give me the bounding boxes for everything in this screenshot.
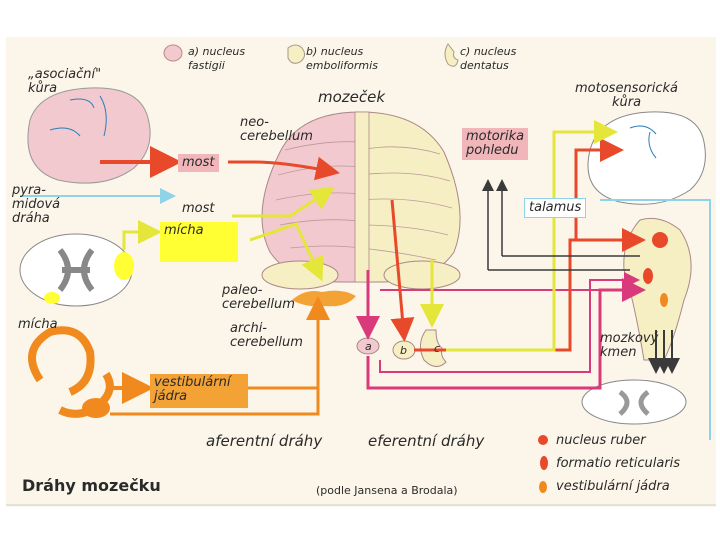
- arrow-a-to-brainstem: [366, 278, 646, 390]
- box-micha: mícha: [160, 222, 238, 262]
- arrow-most2-to-cerebellum: [232, 186, 336, 218]
- label-brainstem: mozkový kmen: [600, 331, 659, 360]
- legend-reticularis-dot: [540, 456, 548, 470]
- label-neocerebellum: neo- cerebellum: [240, 115, 313, 144]
- box-talamus: talamus: [524, 198, 587, 218]
- cortex-sulci: [49, 95, 107, 137]
- box-most-1: most: [178, 154, 219, 172]
- spinal-cord-section-right: [581, 379, 687, 425]
- legend-vestibular-nuclei: vestibulární jádra: [556, 479, 670, 494]
- nucleus-fastigii-icon: [163, 44, 183, 62]
- legend-vestibular-dot: [539, 481, 547, 493]
- cerebellum-folia: [275, 141, 453, 261]
- legend-nucleus-ruber: nucleus ruber: [556, 433, 646, 448]
- label-motosensory-cortex: motosensorická kůra: [575, 81, 679, 110]
- arrow-to-b: [390, 199, 415, 342]
- label-archicerebellum: archi- cerebellum: [230, 321, 303, 350]
- arrow-cyan-right: [600, 199, 711, 440]
- motosensory-cortex-brain: [587, 111, 706, 205]
- diagram-title: Dráhy mozečku: [22, 476, 161, 495]
- label-nucleus-c: c: [434, 342, 441, 355]
- label-nucleus-b: b: [400, 344, 407, 357]
- cerebellum-vermis: [354, 111, 370, 283]
- spinal-grey-right: [618, 389, 650, 416]
- spinal-grey-matter: [57, 248, 95, 292]
- arrow-micha-to-paleo: [249, 222, 324, 282]
- labyrinth-cochlea: [82, 398, 110, 418]
- spinal-tract-bottom: [44, 292, 60, 304]
- spinal-tract-right: [114, 252, 134, 280]
- legend-fastigii: a) nucleus fastigii: [188, 45, 246, 72]
- association-cortex-brain: [27, 87, 151, 184]
- motosensory-sulci: [629, 125, 657, 159]
- legend-emboliformis: b) nucleus emboliformis: [306, 45, 378, 72]
- vestibular-nuclei-marker: [660, 293, 668, 307]
- nucleus-dentatus-icon: [444, 43, 459, 67]
- label-association-cortex: „asociační" kůra: [28, 67, 102, 96]
- legend-formatio-reticularis: formatio reticularis: [556, 456, 681, 471]
- label-nucleus-a: a: [365, 340, 372, 353]
- label-pyramidal-tract: pyra- midová dráha: [12, 183, 61, 226]
- legend-ruber-dot: [538, 435, 548, 445]
- diagram-credit: (podle Jansena a Brodala): [316, 484, 458, 497]
- formatio-reticularis-marker: [643, 268, 653, 284]
- label-afferent: aferentní dráhy: [206, 432, 323, 450]
- label-paleocerebellum: paleo- cerebellum: [222, 283, 295, 312]
- arrow-labyrinth-direct: [110, 388, 320, 416]
- label-micha: mícha: [18, 317, 58, 332]
- box-motorika-pohledu: motorika pohledu: [462, 128, 529, 160]
- legend-dentatus: c) nucleus dentatus: [460, 45, 517, 72]
- paleocerebellum-lobe-right: [383, 260, 461, 290]
- nucleus-ruber-marker: [652, 232, 668, 248]
- box-vestibular-nuclei: vestibulární jádra: [150, 374, 248, 408]
- arrow-c-to-cortex: [446, 120, 618, 352]
- arrow-spinal-to-micha: [122, 220, 162, 250]
- label-efferent: eferentní dráhy: [368, 432, 485, 450]
- label-mozecek: mozeček: [318, 88, 386, 106]
- arrow-most-to-neocerebellum: [228, 156, 340, 181]
- nucleus-emboliformis-icon: [287, 44, 306, 64]
- arrow-a-to-reticular: [379, 272, 640, 373]
- box-most-2: most: [182, 201, 215, 216]
